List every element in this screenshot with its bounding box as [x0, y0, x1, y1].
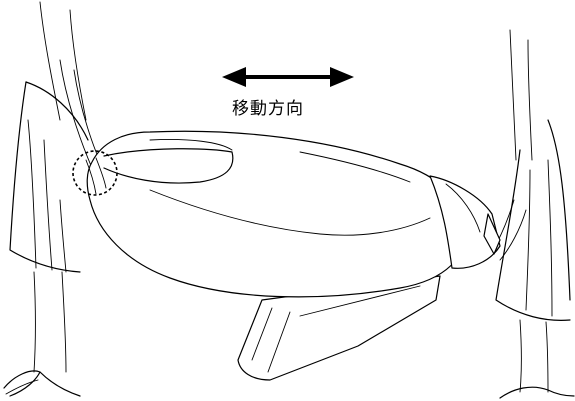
right-person: [491, 29, 575, 399]
massage-chair-body: [86, 130, 501, 298]
dashed-circle-grip-point: [72, 150, 118, 196]
double-headed-arrow-icon: [222, 67, 354, 87]
direction-caption: 移動方向: [232, 99, 304, 119]
left-person: [3, 1, 105, 397]
chair-base: [237, 275, 441, 381]
